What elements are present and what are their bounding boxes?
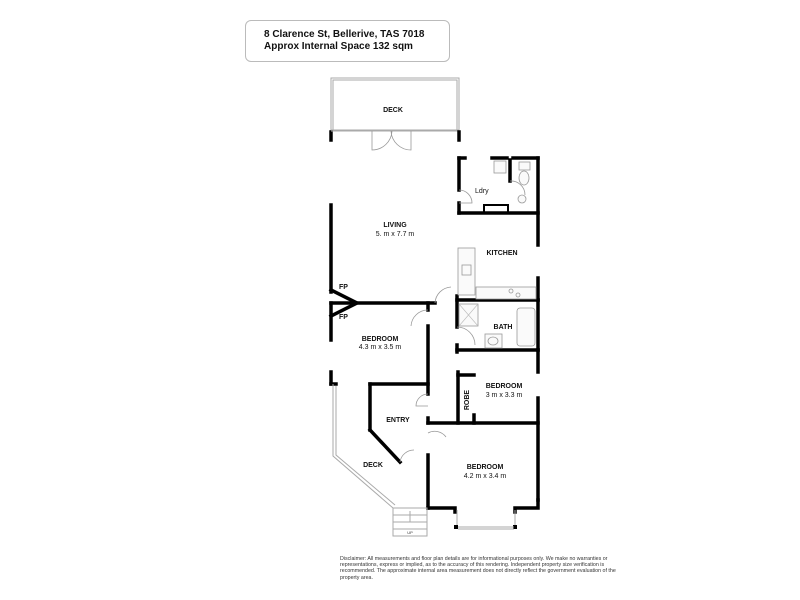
toilet-cistern-icon bbox=[518, 161, 531, 171]
kitchen-label: KITCHEN bbox=[486, 250, 517, 257]
entry-label: ENTRY bbox=[386, 417, 410, 424]
bedroom1-dims: 4.3 m x 3.5 m bbox=[359, 344, 402, 351]
deck-front-label: DECK bbox=[363, 462, 383, 469]
laundry-tub-icon bbox=[493, 160, 507, 174]
fixtures bbox=[457, 160, 537, 349]
property-address: 8 Clarence St, Bellerive, TAS 7018 bbox=[264, 29, 425, 40]
living-label: LIVING bbox=[383, 222, 407, 229]
french-door-left bbox=[371, 130, 393, 151]
internal-area: Approx Internal Space 132 sqm bbox=[264, 41, 413, 52]
robe-label: ROBE bbox=[464, 390, 471, 411]
toilet-icon bbox=[518, 170, 530, 186]
basin-icon bbox=[517, 194, 527, 204]
deck-top-label: DECK bbox=[383, 107, 403, 114]
bedroom1-label: BEDROOM bbox=[362, 336, 399, 343]
doors bbox=[371, 130, 526, 463]
kitchen-sink-icon bbox=[461, 264, 472, 276]
disclaimer: Disclaimer: All measurements and floor p… bbox=[340, 556, 616, 581]
walls bbox=[328, 130, 540, 530]
fp-label-2: FP bbox=[339, 314, 348, 321]
bedroom3-label: BEDROOM bbox=[467, 464, 504, 471]
bedroom3-dims: 4.2 m x 3.4 m bbox=[464, 473, 507, 480]
deck-top: DECK bbox=[330, 77, 460, 131]
fp-label-1: FP bbox=[339, 284, 348, 291]
cooktop-icon bbox=[508, 288, 514, 294]
stairs-up-label: UP bbox=[407, 530, 413, 535]
bedroom2-dims: 3 m x 3.3 m bbox=[486, 392, 523, 399]
deck-front: UP DECK bbox=[332, 384, 428, 537]
kitchen-bench-bottom bbox=[475, 286, 537, 300]
living-dims: 5. m x 7.7 m bbox=[376, 231, 415, 238]
bedroom2-label: BEDROOM bbox=[486, 383, 523, 390]
ldry-door bbox=[458, 189, 473, 204]
bath-label: BATH bbox=[494, 324, 513, 331]
bathtub-icon bbox=[516, 307, 536, 347]
title-box: 8 Clarence St, Bellerive, TAS 7018 Appro… bbox=[245, 20, 450, 62]
french-door-right bbox=[390, 130, 412, 151]
ldry-label: Ldry bbox=[475, 188, 489, 195]
